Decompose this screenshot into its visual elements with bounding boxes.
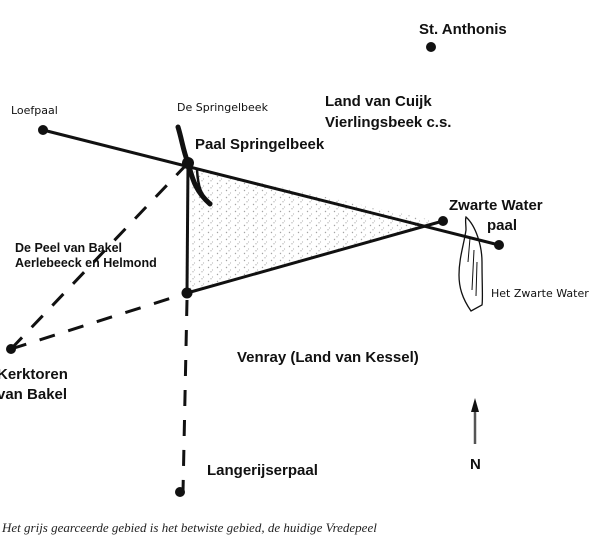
boundary-springelbeek-south bbox=[185, 162, 190, 294]
paal-springelbeek-point[interactable] bbox=[182, 157, 194, 169]
dashed-kerktoren-south bbox=[10, 291, 188, 351]
south-junction-point[interactable] bbox=[181, 287, 193, 299]
label-het-zwarte-water: Het Zwarte Water bbox=[491, 287, 589, 300]
label-de-springelbeek: De Springelbeek bbox=[177, 101, 268, 114]
st-anthonis-point[interactable] bbox=[426, 42, 436, 52]
dashed-south-langerijserpaal bbox=[181, 299, 189, 493]
loefpaal-point[interactable] bbox=[38, 125, 48, 135]
label-paal-springelbeek: Paal Springelbeek bbox=[195, 136, 325, 153]
label-langerijserpaal: Langerijserpaal bbox=[207, 462, 318, 479]
dashed-kerktoren-springelbeek bbox=[9, 161, 190, 351]
label-de-peel-1: De Peel van Bakel bbox=[15, 241, 123, 255]
label-land-van-cuijk-1: Land van Cuijk bbox=[325, 93, 432, 110]
label-zwarte-water-paal-2: paal bbox=[487, 217, 518, 234]
label-kerktoren-2: van Bakel bbox=[0, 386, 68, 403]
label-north: N bbox=[470, 456, 481, 473]
zwarte-water-pond bbox=[458, 215, 484, 312]
boundary-south-zwartewater bbox=[186, 219, 444, 295]
disputed-area bbox=[190, 168, 440, 290]
label-zwarte-water-paal-1: Zwarte Water bbox=[449, 197, 543, 214]
kerktoren-point[interactable] bbox=[6, 344, 16, 354]
zwarte-water-paal-point[interactable] bbox=[438, 216, 448, 226]
label-loefpaal: Loefpaal bbox=[11, 104, 58, 117]
label-land-van-cuijk-2: Vierlingsbeek c.s. bbox=[325, 114, 452, 131]
zwarte-water-hatch bbox=[467, 237, 478, 297]
label-venray: Venray (Land van Kessel) bbox=[237, 349, 419, 366]
map-caption: Het grijs gearceerde gebied is het betwi… bbox=[2, 520, 377, 535]
langerijserpaal-point[interactable] bbox=[175, 487, 185, 497]
springelbeek-stream-bank bbox=[195, 169, 213, 206]
zwarte-water-end-point[interactable] bbox=[494, 240, 504, 250]
label-st-anthonis: St. Anthonis bbox=[419, 21, 507, 38]
label-kerktoren-1: Kerktoren bbox=[0, 366, 68, 383]
label-de-peel-2: Aerlebeeck en Helmond bbox=[15, 256, 157, 270]
north-arrow-head bbox=[471, 398, 479, 412]
